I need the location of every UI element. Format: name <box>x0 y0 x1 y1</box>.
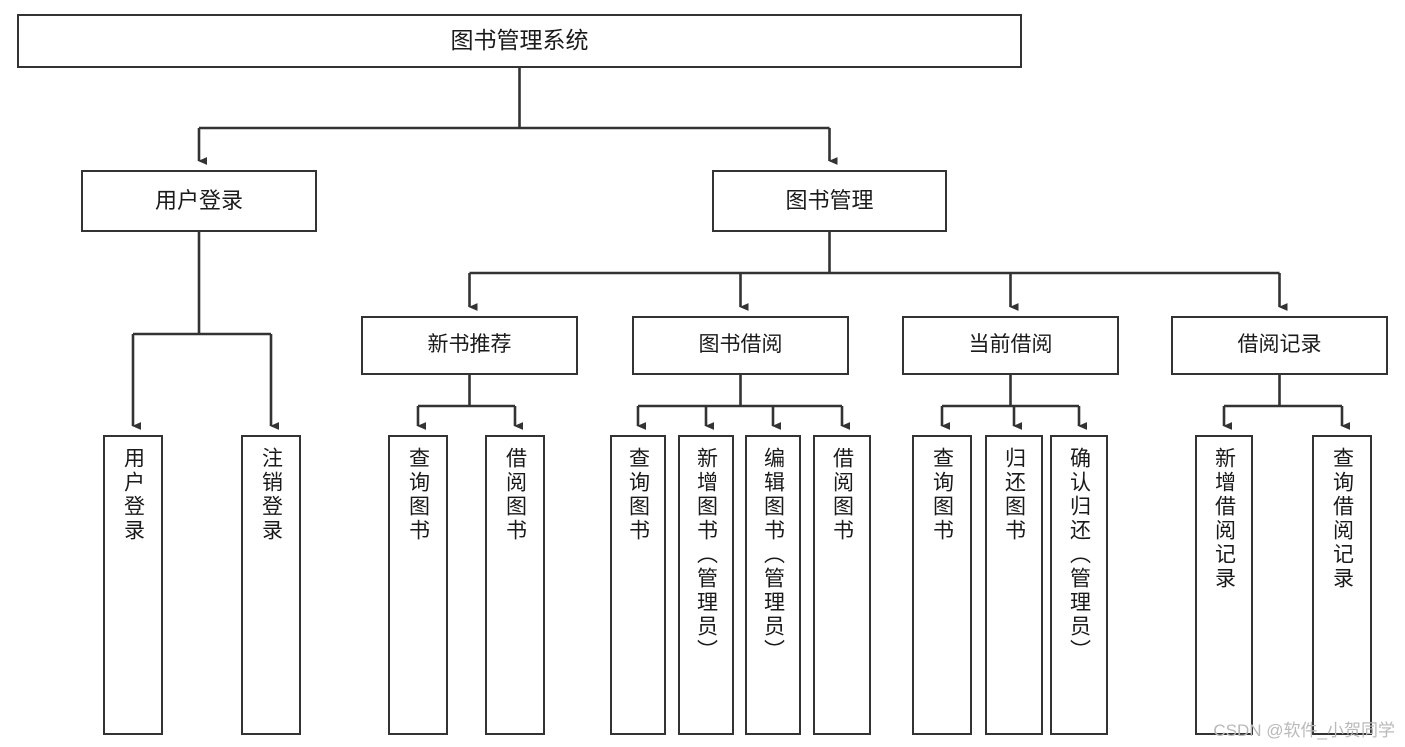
node-book-borrow[interactable]: 图书借阅 <box>632 316 849 375</box>
node-leaf-query-book-1[interactable]: 查询图书 <box>388 435 448 735</box>
node-leaf-confirm-return[interactable]: 确认归还（管理员） <box>1050 435 1108 735</box>
node-leaf-edit-book[interactable]: 编辑图书（管理员） <box>745 435 801 735</box>
node-label: 借阅记录 <box>1237 333 1322 357</box>
node-book-manage[interactable]: 图书管理 <box>712 170 947 232</box>
node-new-book-rec[interactable]: 新书推荐 <box>361 316 578 375</box>
node-leaf-return-book[interactable]: 归还图书 <box>985 435 1043 735</box>
node-label: 当前借阅 <box>968 333 1053 357</box>
node-label: 注销登录 <box>259 447 283 543</box>
node-label: 图书管理系统 <box>450 27 589 54</box>
node-label: 用户登录 <box>121 447 145 543</box>
node-label: 查询图书 <box>626 447 650 543</box>
node-label: 查询图书 <box>406 447 430 543</box>
node-label: 图书借阅 <box>698 333 783 357</box>
node-label: 新书推荐 <box>427 333 512 357</box>
node-root[interactable]: 图书管理系统 <box>17 14 1022 68</box>
node-leaf-logout[interactable]: 注销登录 <box>241 435 301 735</box>
node-label: 图书管理 <box>785 188 874 214</box>
node-leaf-query-record[interactable]: 查询借阅记录 <box>1312 435 1372 735</box>
node-label: 新增图书（管理员） <box>694 447 718 663</box>
node-label: 借阅图书 <box>503 447 527 543</box>
node-label: 新增借阅记录 <box>1212 447 1236 591</box>
node-label: 编辑图书（管理员） <box>761 447 785 663</box>
node-leaf-borrow-book-2[interactable]: 借阅图书 <box>813 435 871 735</box>
node-leaf-query-book-3[interactable]: 查询图书 <box>912 435 972 735</box>
node-label: 确认归还（管理员） <box>1067 447 1091 663</box>
node-borrow-record[interactable]: 借阅记录 <box>1171 316 1388 375</box>
node-label: 借阅图书 <box>830 447 854 543</box>
node-label: 归还图书 <box>1002 447 1026 543</box>
node-label: 用户登录 <box>154 188 243 214</box>
node-label: 查询借阅记录 <box>1330 447 1354 591</box>
node-leaf-query-book-2[interactable]: 查询图书 <box>610 435 666 735</box>
node-user-login[interactable]: 用户登录 <box>81 170 317 232</box>
node-leaf-borrow-book-1[interactable]: 借阅图书 <box>485 435 545 735</box>
node-leaf-user-login[interactable]: 用户登录 <box>103 435 163 735</box>
node-leaf-add-record[interactable]: 新增借阅记录 <box>1195 435 1253 735</box>
node-current-borrow[interactable]: 当前借阅 <box>902 316 1119 375</box>
node-label: 查询图书 <box>930 447 954 543</box>
node-leaf-add-book[interactable]: 新增图书（管理员） <box>678 435 734 735</box>
edge-group <box>131 68 1350 430</box>
